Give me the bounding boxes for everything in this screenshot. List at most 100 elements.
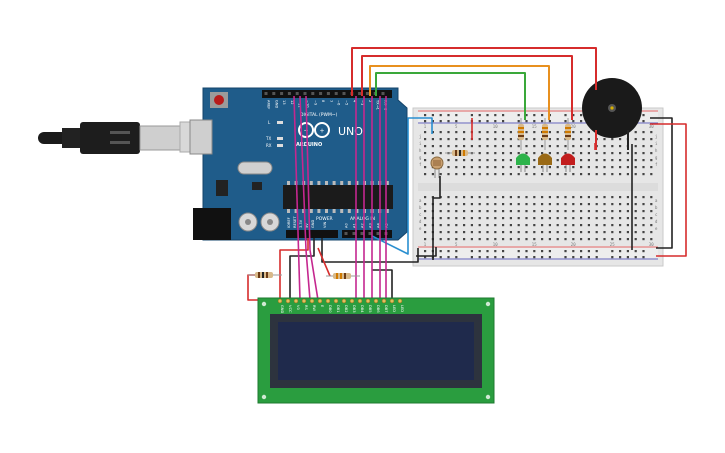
breadboard-hole: [556, 238, 559, 241]
breadboard-hole: [580, 173, 583, 176]
breadboard-hole: [478, 203, 481, 206]
lcd-pin-label: RS: [304, 305, 308, 310]
lcd-pin: [341, 298, 347, 304]
breadboard-hole: [548, 131, 551, 134]
breadboard-hole: [580, 203, 583, 206]
breadboard-hole: [595, 238, 598, 241]
breadboard-hole: [478, 152, 481, 155]
digital-pin-label: TX→1: [376, 99, 380, 110]
ldr-resistor: [445, 150, 475, 156]
breadboard-hole: [572, 210, 575, 213]
breadboard-hole: [548, 238, 551, 241]
breadboard-hole: [470, 203, 473, 206]
breadboard-hole: [548, 152, 551, 155]
lcd-pin: [349, 298, 355, 304]
breadboard-hole: [455, 203, 458, 206]
digital-pin-label: 7: [329, 100, 333, 102]
breadboard-hole: [463, 196, 466, 199]
breadboard-hole: [494, 173, 497, 176]
breadboard-hole: [525, 217, 528, 220]
breadboard-hole: [603, 217, 606, 220]
breadboard-hole: [470, 217, 473, 220]
lcd-pin-label: DB0: [328, 305, 332, 313]
breadboard-hole: [626, 231, 629, 234]
led-resistors: [518, 118, 571, 150]
breadboard-hole: [517, 210, 520, 213]
breadboard-hole: [470, 224, 473, 227]
lcd-pin: [285, 298, 291, 304]
breadboard-hole: [564, 217, 567, 220]
breadboard-column-number: 10: [493, 242, 498, 247]
breadboard-hole: [642, 217, 645, 220]
breadboard-hole: [541, 238, 544, 241]
breadboard-hole: [626, 256, 629, 259]
breadboard-hole: [595, 173, 598, 176]
breadboard-row-letter: j: [419, 134, 421, 139]
breadboard-hole: [455, 114, 458, 117]
breadboard-hole: [533, 238, 536, 241]
chip-pin: [340, 181, 344, 185]
breadboard-hole: [580, 238, 583, 241]
breadboard-hole: [572, 224, 575, 227]
breadboard-hole: [486, 210, 489, 213]
breadboard-row-letter: g: [655, 155, 658, 160]
breadboard-hole: [541, 138, 544, 141]
breadboard-hole: [611, 238, 614, 241]
breadboard-hole: [447, 196, 450, 199]
breadboard-hole: [509, 238, 512, 241]
breadboard-hole: [603, 145, 606, 148]
breadboard-hole: [439, 217, 442, 220]
breadboard-hole: [517, 173, 520, 176]
breadboard-hole: [502, 217, 505, 220]
lcd-screen: [278, 322, 474, 380]
breadboard-hole: [541, 250, 544, 253]
breadboard-column-number: 15: [532, 124, 537, 129]
breadboard-hole: [650, 238, 653, 241]
regulator-chip: [216, 180, 228, 196]
breadboard-hole: [424, 131, 427, 134]
breadboard-hole: [494, 203, 497, 206]
lcd-pin-label: RW: [312, 305, 316, 311]
breadboard-hole: [431, 173, 434, 176]
breadboard-hole: [580, 114, 583, 117]
breadboard-hole: [556, 210, 559, 213]
breadboard-hole: [509, 145, 512, 148]
breadboard-hole: [642, 152, 645, 155]
breadboard-hole: [431, 131, 434, 134]
breadboard-hole: [603, 224, 606, 227]
chip-pin: [347, 181, 351, 185]
breadboard-hole: [626, 217, 629, 220]
breadboard-hole: [486, 131, 489, 134]
breadboard-hole: [548, 145, 551, 148]
breadboard-hole: [611, 159, 614, 162]
resistor-band: [518, 131, 524, 133]
resistor-band: [542, 131, 548, 133]
breadboard-hole: [525, 210, 528, 213]
breadboard-row-letter: c: [419, 212, 422, 217]
digital-pin-label: ~10: [306, 100, 310, 108]
breadboard-hole: [595, 152, 598, 155]
breadboard-hole: [556, 203, 559, 206]
lcd-pin-label: DB7: [384, 305, 388, 313]
breadboard-hole: [619, 210, 622, 213]
breadboard-hole: [642, 114, 645, 117]
breadboard-hole: [470, 159, 473, 162]
breadboard-hole: [486, 145, 489, 148]
model-text: UNO: [338, 125, 363, 138]
breadboard-hole: [548, 224, 551, 227]
lcd-pin-label: GND: [280, 305, 284, 313]
breadboard-hole: [587, 166, 590, 169]
breadboard-hole: [572, 114, 575, 117]
chip-pin: [385, 181, 389, 185]
breadboard-hole: [455, 231, 458, 234]
breadboard-hole: [611, 152, 614, 155]
breadboard-hole: [548, 250, 551, 253]
breadboard-hole: [587, 217, 590, 220]
breadboard-hole: [470, 256, 473, 259]
lcd-pin: [365, 298, 371, 304]
breadboard-hole: [556, 231, 559, 234]
breadboard-hole: [525, 231, 528, 234]
digital-pin-socket: [334, 92, 338, 95]
breadboard-hole: [486, 114, 489, 117]
